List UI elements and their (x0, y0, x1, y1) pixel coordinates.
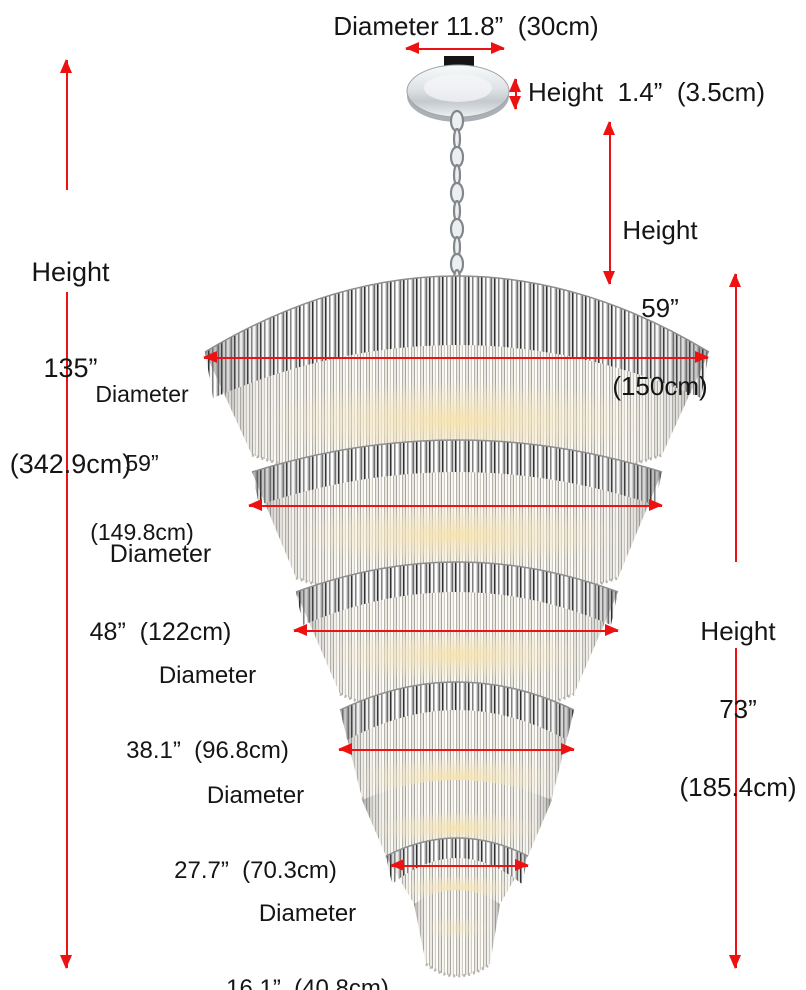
tier4-diameter-line: Diameter (206, 782, 305, 809)
tier-4 (339, 681, 575, 824)
canopy-height-label: Height 1.4” (3.5cm) (528, 77, 765, 107)
tier2-diameter-arrow (248, 499, 663, 512)
body-height-arrow-upper (729, 273, 742, 562)
tier2-diameter-line: Diameter (109, 540, 212, 568)
total-height-line: Height (31, 257, 110, 287)
chain-height-arrow (603, 121, 616, 285)
tier-2 (251, 439, 663, 607)
tier-3 (295, 561, 619, 722)
tier-1 (204, 275, 710, 492)
tier-6 (385, 837, 529, 920)
canopy-height-arrow (509, 78, 522, 110)
body-height-line: 73” (719, 694, 757, 724)
tier3-diameter-label: Diameter 38.1” (96.8cm) (100, 613, 315, 813)
total-height-label: Height 135” (342.9cm) (3, 192, 138, 544)
tier2-diameter-label: Diameter 48” (122cm) (58, 489, 263, 697)
tier4-diameter-arrow (338, 743, 575, 756)
total-height-line: (342.9cm) (9, 449, 132, 479)
tier6-diameter-line: 16.1” (40.8cm) (226, 975, 389, 990)
ceiling-canopy (406, 56, 510, 122)
body-height-line: (185.4cm) (679, 772, 797, 802)
tier6-diameter-arrow (390, 859, 529, 872)
tier1-diameter-line: Diameter (95, 381, 189, 407)
body-height-arrow-lower (729, 648, 742, 969)
tier4-diameter-line: 27.7” (70.3cm) (174, 857, 337, 884)
total-height-arrow-lower (60, 292, 73, 969)
tier1-diameter-line: 59” (125, 450, 159, 476)
body-height-label: Height 73” (185.4cm) (668, 566, 806, 852)
tier3-diameter-line: 38.1” (96.8cm) (126, 737, 289, 764)
tier4-diameter-label: Diameter 27.7” (70.3cm) (148, 733, 363, 933)
tier3-diameter-line: Diameter (158, 662, 257, 689)
tier6-diameter-label: Diameter 16.1” (40.8cm) (200, 851, 415, 990)
hanging-chain (449, 109, 465, 290)
chain-height-label: Height 59” (150cm) (590, 165, 730, 451)
tier-7-bottom-column (414, 890, 500, 978)
canopy-diameter-label: Diameter 11.8” (30cm) (333, 11, 599, 41)
chain-height-line: Height (622, 215, 698, 245)
tier6-diameter-line: Diameter (258, 900, 357, 927)
canopy-diameter-arrow (405, 42, 505, 55)
chain-height-line: (150cm) (612, 371, 708, 401)
tier3-diameter-arrow (293, 624, 619, 637)
tier1-diameter-arrow (203, 351, 709, 364)
tier2-diameter-line: 48” (122cm) (89, 618, 232, 646)
body-height-line: Height (700, 616, 776, 646)
chain-height-line: 59” (641, 293, 679, 323)
tier1-diameter-label: Diameter 59” (149.8cm) (52, 337, 232, 590)
total-height-line: 135” (43, 353, 98, 383)
total-height-arrow-upper (60, 59, 73, 190)
tier1-diameter-line: (149.8cm) (90, 519, 194, 545)
